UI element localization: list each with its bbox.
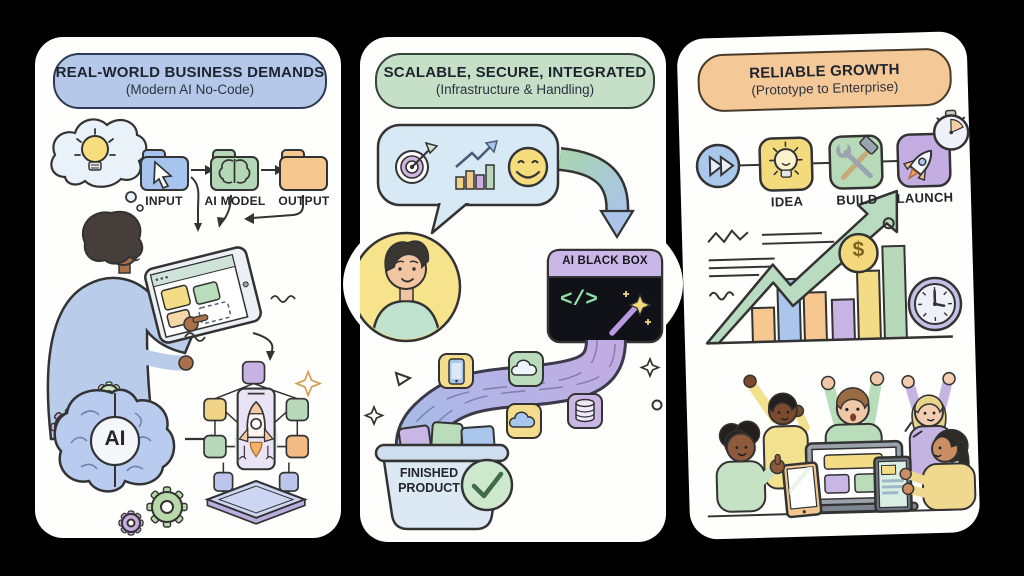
- panel-business-demands: REAL-WORLD BUSINESS DEMANDS (Modern AI N…: [35, 37, 341, 538]
- arrow-to-launch: [252, 332, 274, 354]
- left-panel-art: [46, 118, 328, 536]
- node: [241, 360, 266, 385]
- squiggle: [708, 291, 735, 301]
- avatar: [360, 231, 462, 343]
- bar-chart-icon: [455, 140, 499, 190]
- clock-icon: [907, 276, 963, 332]
- thought-bubble: [50, 118, 148, 212]
- right-panel-art: [695, 109, 977, 519]
- circle-doodle: [651, 399, 663, 411]
- build-label: BUILD: [836, 191, 878, 208]
- idea-label: IDEA: [770, 193, 804, 210]
- person-right-holding-tablet: [899, 428, 977, 512]
- panel-mid-title: SCALABLE, SECURE, INTEGRATED: [383, 63, 647, 81]
- brain-icon: [218, 159, 251, 184]
- cursor-icon: [153, 160, 173, 190]
- node: [285, 397, 310, 422]
- panel-left-subtitle: (Modern AI No-Code): [125, 82, 255, 98]
- curved-arrow: [558, 147, 635, 240]
- ai-black-box: [546, 248, 664, 344]
- magic-wand-icon: [609, 291, 652, 336]
- panel-left-header: REAL-WORLD BUSINESS DEMANDS (Modern AI N…: [53, 53, 327, 109]
- sparkle-icon: [639, 356, 661, 379]
- chart-bars: [750, 244, 908, 344]
- tablet: [144, 246, 262, 344]
- growth-chart: [705, 189, 963, 345]
- cloud-chip-icon: [508, 351, 544, 387]
- ai-brain-label: AI: [104, 427, 126, 450]
- squiggle: [270, 295, 296, 303]
- finished-product-basket: [374, 421, 514, 531]
- black-box-title: AI BLACK BOX: [562, 255, 648, 267]
- node: [203, 434, 227, 459]
- node: [285, 434, 310, 459]
- output-folder-icon: [279, 149, 328, 191]
- sparkle-icon: [363, 404, 385, 427]
- fast-forward-icon: [695, 143, 741, 189]
- tablet-left: [781, 461, 823, 519]
- rocket-launch-illustration: [203, 360, 323, 525]
- launch-icon: [896, 132, 952, 188]
- ai-brain-icon: [53, 388, 176, 493]
- check-icon: [460, 458, 514, 512]
- input-folder-icon: [140, 149, 189, 191]
- panel-reliable-growth: RELIABLE GROWTH (Prototype to Enterprise…: [676, 31, 981, 540]
- output-label: OUTPUT: [278, 194, 330, 208]
- build-icon: [828, 134, 884, 190]
- panel-mid-subtitle: (Infrastructure & Handling): [435, 82, 595, 98]
- panel-mid-header: SCALABLE, SECURE, INTEGRATED (Infrastruc…: [375, 53, 655, 109]
- text-lines-doodle: [708, 232, 835, 278]
- panel-right-subtitle: (Prototype to Enterprise): [751, 79, 899, 99]
- panel-right-header: RELIABLE GROWTH (Prototype to Enterprise…: [696, 47, 953, 113]
- gear-icon: [118, 486, 188, 536]
- circle-doodle: [882, 217, 895, 230]
- ai-model-folder-icon: [210, 149, 259, 191]
- lightbulb-icon: [74, 128, 116, 171]
- input-label: INPUT: [145, 194, 183, 208]
- panel-left-title: REAL-WORLD BUSINESS DEMANDS: [55, 63, 325, 81]
- phone-chip-icon: [438, 353, 474, 389]
- person-purple-blonde: [901, 371, 956, 484]
- team-celebration: [707, 371, 977, 519]
- target-icon: [395, 141, 439, 184]
- node: [203, 397, 227, 422]
- speech-bubble: [376, 123, 560, 235]
- emphasis-marks: [904, 421, 923, 438]
- growth-arrow: [705, 189, 899, 345]
- idea-icon: [758, 136, 814, 192]
- person-thumbs-up: [715, 420, 786, 513]
- smiley-icon: [507, 146, 549, 188]
- dollar-coin-glyph: $: [852, 237, 865, 262]
- launch-label: LAUNCH: [896, 189, 954, 207]
- dollar-coin-icon: [838, 232, 879, 274]
- node: [278, 471, 299, 492]
- sparkle-icon: [294, 369, 323, 398]
- squiggle: [184, 332, 206, 342]
- node: [213, 471, 234, 492]
- code-icon: </>: [560, 289, 598, 312]
- mid-panel-art: [360, 123, 664, 531]
- rocket-icon: [238, 400, 275, 460]
- database-chip-icon: [567, 393, 603, 429]
- chart-baseline: [706, 335, 953, 345]
- zigzag-doodle: [707, 229, 749, 244]
- stopwatch-icon: [932, 109, 970, 151]
- ai-model-label: AI MODEL: [204, 194, 266, 208]
- triangle-doodle: [394, 371, 413, 387]
- panel-scalable-secure: SCALABLE, SECURE, INTEGRATED (Infrastruc…: [343, 37, 683, 542]
- finished-product-label: FINISHED PRODUCT: [398, 466, 460, 495]
- cloud-chip-icon: [506, 403, 542, 439]
- ground-line: [707, 508, 962, 518]
